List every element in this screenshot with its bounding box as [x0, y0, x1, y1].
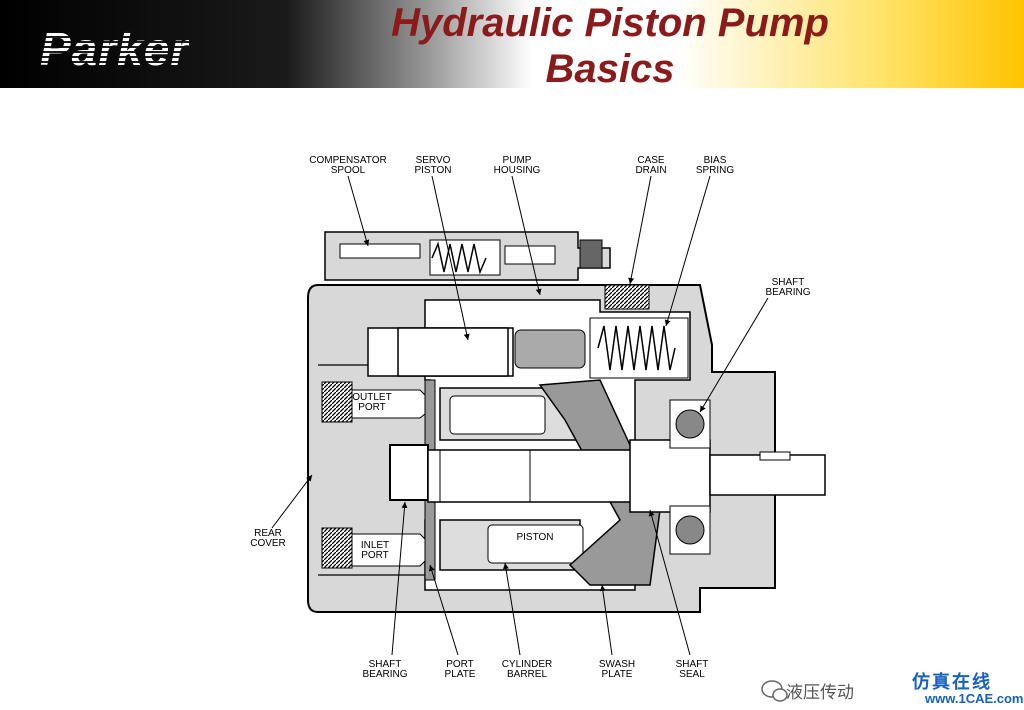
- label-shaft-seal-1: SHAFT: [676, 659, 709, 670]
- label-port-plate-2: PLATE: [445, 669, 476, 680]
- label-swash-plate-1: SWASH: [599, 659, 635, 670]
- label-servo-piston-2: PISTON: [414, 165, 451, 176]
- label-pump-housing-1: PUMP: [503, 155, 532, 166]
- label-port-plate-1: PORT: [446, 659, 474, 670]
- label-outlet-port-2: PORT: [358, 402, 386, 413]
- label-servo-piston-1: SERVO: [416, 155, 451, 166]
- brand-url: www.1CAE.com: [925, 691, 1024, 706]
- inlet-port-fitting: [321, 527, 431, 569]
- parker-logo: Parker: [40, 23, 190, 75]
- label-shaft-bearing-top-1: SHAFT: [772, 277, 805, 288]
- label-case-drain-1: CASE: [637, 155, 665, 166]
- piston-body: [487, 524, 584, 564]
- cylinder-barrel: [439, 387, 584, 571]
- label-shaft-bearing-top-2: BEARING: [765, 287, 810, 298]
- label-compensator-spool-1: COMPENSATOR: [309, 155, 386, 166]
- label-case-drain-2: DRAIN: [635, 165, 666, 176]
- label-pump-housing-2: HOUSING: [494, 165, 541, 176]
- label-bias-spring-1: BIAS: [704, 155, 727, 166]
- label-piston: PISTON: [516, 532, 553, 543]
- label-shaft-bearing-bottom-2: BEARING: [362, 669, 407, 680]
- title-line-2: Basics: [545, 47, 675, 91]
- label-shaft-bearing-bottom-1: SHAFT: [369, 659, 402, 670]
- compensator-assembly: [324, 231, 611, 281]
- outlet-port-fitting: [321, 381, 431, 423]
- label-compensator-spool-2: SPOOL: [331, 165, 366, 176]
- label-swash-plate-2: PLATE: [602, 669, 633, 680]
- page-title: Hydraulic Piston Pump Basics: [300, 0, 920, 92]
- label-outlet-port-1: OUTLET: [352, 392, 391, 403]
- label-inlet-port-2: PORT: [361, 550, 389, 561]
- servo-piston-bore: [367, 327, 586, 377]
- label-rear-cover-2: COVER: [250, 538, 286, 549]
- label-cylinder-barrel-1: CYLINDER: [502, 659, 553, 670]
- label-inlet-port-1: INLET: [361, 540, 389, 551]
- header-banner: Parker Hydraulic Piston Pump Basics: [0, 0, 1024, 91]
- brand-name: 仿真在线: [912, 672, 992, 693]
- label-rear-cover-1: REAR: [254, 528, 282, 539]
- drive-shaft: [389, 439, 826, 513]
- label-cylinder-barrel-2: BARREL: [507, 669, 547, 680]
- bias-spring: [589, 284, 689, 379]
- label-bias-spring-2: SPRING: [696, 165, 735, 176]
- title-line-1: Hydraulic Piston Pump: [391, 1, 829, 45]
- label-shaft-seal-2: SEAL: [679, 669, 705, 680]
- watermark-text: 液压传动: [786, 683, 854, 703]
- leader-lines: [271, 175, 769, 656]
- wechat-icon: [761, 680, 788, 702]
